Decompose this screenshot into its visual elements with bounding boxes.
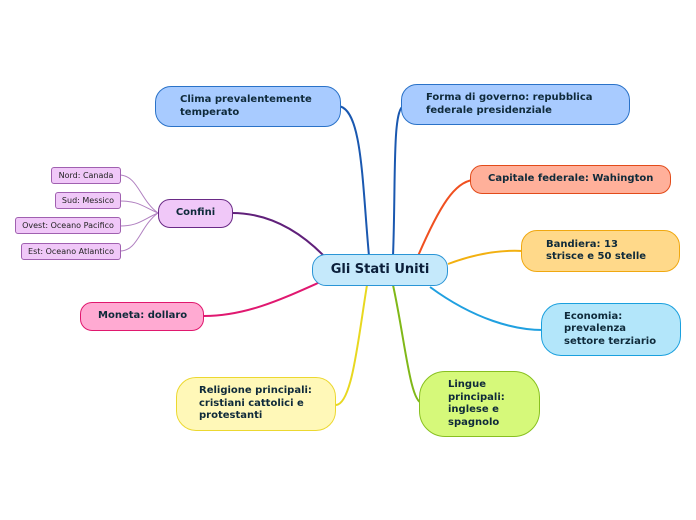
subtopic-confini-ovest-label: Ovest: Oceano Pacifico	[22, 221, 114, 230]
topic-economia-line-2: prevalenza	[564, 323, 627, 335]
connector-confini-sud	[119, 200, 159, 214]
connector-confini-nord	[119, 174, 159, 214]
topic-moneta[interactable]: Moneta: dollaro	[80, 302, 204, 331]
topic-bandiera[interactable]: Bandiera: 13 strisce e 50 stelle	[521, 230, 680, 272]
connector-confini	[231, 212, 324, 256]
topic-religione-line-2: cristiani cattolici e	[199, 397, 304, 409]
topic-religione[interactable]: Religione principali: cristiani cattolic…	[176, 377, 336, 431]
topic-moneta-label: Moneta: dollaro	[98, 310, 188, 322]
topic-forma-di-governo[interactable]: Forma di governo: repubblica federale pr…	[401, 84, 630, 125]
topic-forma-line-1: Forma di governo: repubblica	[426, 92, 593, 103]
topic-economia-line-3: settore terziario	[564, 335, 657, 347]
central-topic-label: Gli Stati Uniti	[330, 261, 430, 277]
topic-lingue-line-1: Lingue	[448, 379, 486, 390]
topic-clima-line-2: temperato	[180, 106, 240, 118]
connector-religione	[335, 284, 368, 406]
topic-lingue-line-4: spagnolo	[448, 416, 500, 428]
connector-confini-ovest	[119, 212, 159, 227]
connector-bandiera	[447, 249, 524, 265]
connector-economia	[429, 286, 544, 331]
topic-confini[interactable]: Confini	[158, 199, 233, 228]
topic-religione-line-3: protestanti	[199, 410, 263, 422]
subtopic-confini-nord[interactable]: Nord: Canada	[51, 167, 121, 184]
topic-economia[interactable]: Economia: prevalenza settore terziario	[541, 303, 681, 356]
topic-lingue-line-3: inglese e	[448, 404, 499, 415]
connector-forma	[392, 105, 405, 257]
topic-clima-line-1: Clima prevalentemente	[180, 94, 312, 105]
topic-religione-line-1: Religione principali:	[199, 385, 312, 397]
subtopic-confini-sud-label: Sud: Messico	[61, 196, 115, 205]
topic-lingue[interactable]: Lingue principali: inglese e spagnolo	[419, 371, 540, 437]
subtopic-confini-est[interactable]: Est: Oceano Atlantico	[21, 243, 121, 260]
topic-capitale-label: Capitale federale: Wahington	[488, 173, 654, 185]
subtopic-confini-nord-label: Nord: Canada	[58, 171, 114, 180]
topic-bandiera-line-1: Bandiera: 13	[546, 238, 618, 250]
connector-moneta	[203, 282, 319, 317]
subtopic-confini-est-label: Est: Oceano Atlantico	[28, 247, 114, 256]
subtopic-confini-ovest[interactable]: Ovest: Oceano Pacifico	[15, 217, 121, 234]
connector-clima	[337, 105, 370, 257]
topic-lingue-line-2: principali:	[448, 391, 505, 403]
topic-economia-line-1: Economia:	[564, 310, 623, 322]
subtopic-confini-sud[interactable]: Sud: Messico	[55, 192, 121, 209]
connector-capitale	[417, 179, 474, 257]
connector-confini-est	[119, 212, 159, 252]
topic-bandiera-line-2: strisce e 50 stelle	[546, 251, 647, 262]
topic-clima[interactable]: Clima prevalentemente temperato	[155, 86, 341, 127]
central-topic[interactable]: Gli Stati Uniti	[312, 254, 448, 286]
topic-capitale[interactable]: Capitale federale: Wahington	[470, 165, 671, 194]
connector-lingue	[392, 284, 423, 404]
topic-forma-line-2: federale presidenziale	[426, 104, 552, 116]
topic-confini-label: Confini	[175, 207, 216, 219]
